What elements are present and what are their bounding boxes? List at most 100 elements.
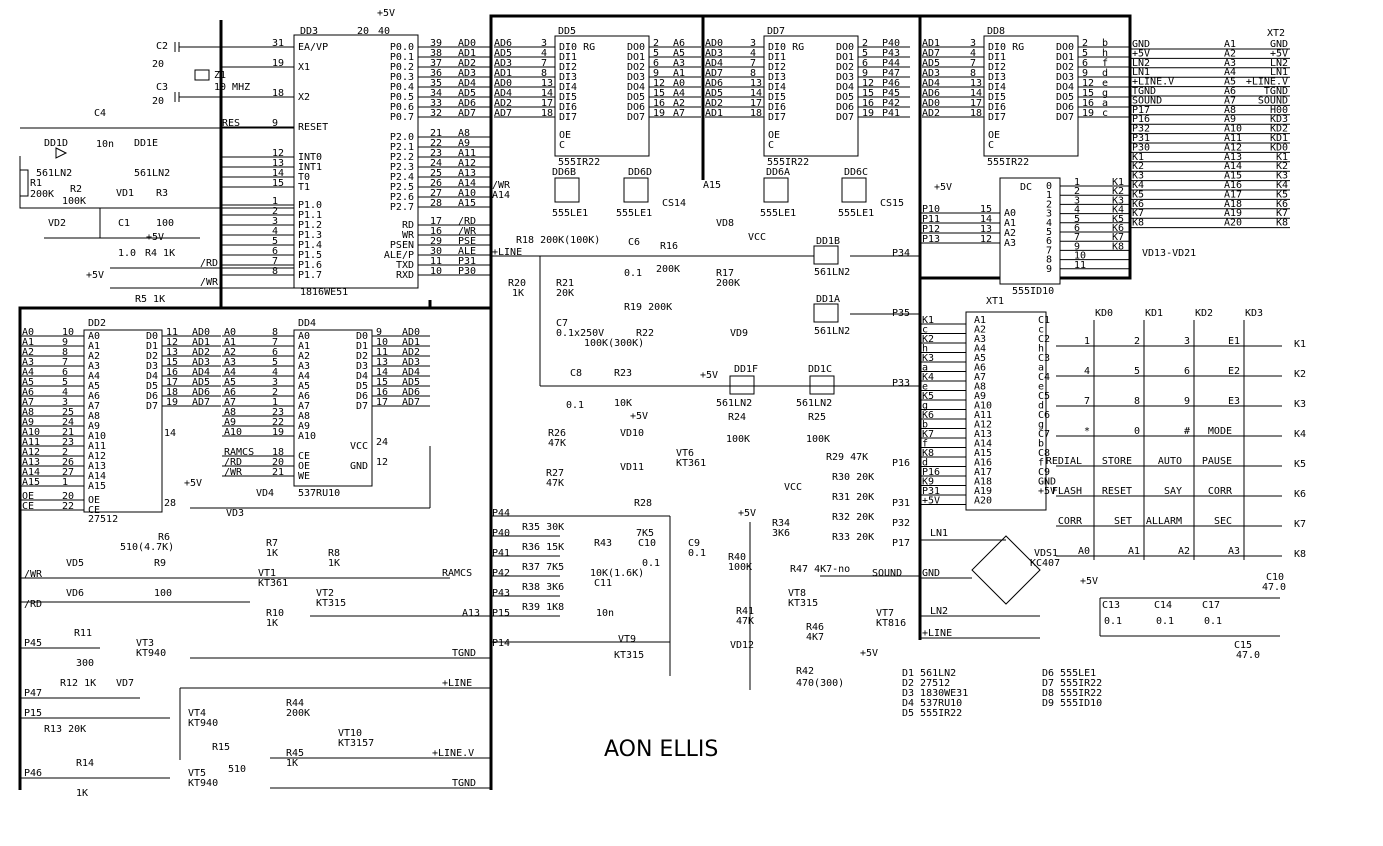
dd8-pin-num: 13 (970, 78, 982, 89)
dd2-net: A7 (22, 397, 34, 408)
xt1-net: K1 (922, 315, 934, 326)
dd9-pin-num: 7 (1074, 232, 1080, 243)
dd3-pin-num: 27 (430, 188, 442, 199)
dd9-net: K6 (1112, 223, 1124, 234)
r20: R20 (508, 278, 526, 289)
parts-item: D6 555LE1 (1042, 668, 1096, 679)
res-net: RES (222, 118, 240, 129)
vd2: VD2 (48, 218, 66, 229)
dd8-pin-num: 16 (1082, 98, 1094, 109)
dd9-pin-num: 6 (1074, 223, 1080, 234)
dd3-pin-num: 31 (272, 38, 284, 49)
dd1a: DD1A (816, 294, 840, 305)
dd3-pin-num: 21 (430, 128, 442, 139)
dd2-pin: A2 (88, 351, 100, 362)
vd8: VD8 (716, 218, 734, 229)
r40v: 100K (728, 562, 752, 573)
dd8-net: AD0 (922, 98, 940, 109)
vd7: VD7 (116, 678, 134, 689)
vt5: VT5 (188, 768, 206, 779)
dd7-net: AD7 (705, 68, 723, 79)
dd8-pin: DI3 (988, 72, 1006, 83)
dd5-pin-num: 12 (653, 78, 665, 89)
r35: R35 30K (522, 522, 564, 533)
keypad-row: K4 (1294, 429, 1306, 440)
keypad-key: REDIAL (1046, 456, 1082, 467)
dd3-pin-num: 25 (430, 168, 442, 179)
dd2-pin: A0 (88, 331, 100, 342)
xt2-pin: A20 (1224, 218, 1242, 229)
dd3-pin: RXD (396, 270, 414, 281)
xt1-net: GND (1038, 477, 1056, 488)
dd7-pin-num: 2 (862, 38, 868, 49)
dd6c: DD6C (844, 167, 868, 178)
dd5-pin-num: 18 (541, 108, 553, 119)
xt1-net: b (1038, 439, 1044, 450)
dd3-pin: INT1 (298, 162, 322, 173)
vt6p: KT361 (676, 458, 706, 469)
xt1-net: K3 (922, 353, 934, 364)
xt2-net: GND (1132, 39, 1150, 50)
vt9p: KT315 (614, 650, 644, 661)
p41-net: P41 (492, 548, 510, 559)
dd9-out: 7 (1046, 245, 1052, 256)
keypad-key: ALLARM (1146, 516, 1182, 527)
dd2-pin-num: 25 (62, 407, 74, 418)
keypad-key: RESET (1102, 486, 1132, 497)
xt2-net: K8 (1276, 218, 1288, 229)
dd3-pin: P2.5 (390, 182, 414, 193)
dd2-pin: A6 (88, 391, 100, 402)
dd2-pin-num: 6 (62, 367, 68, 378)
dd4-ref: DD4 (298, 318, 316, 329)
xt1-net: f (922, 439, 928, 450)
dd8-pin: DI1 (988, 52, 1006, 63)
dd7-net: AD6 (705, 78, 723, 89)
keypad-row: K5 (1294, 459, 1306, 470)
dd3-pin-num: 7 (272, 256, 278, 267)
r39: R39 1K8 (522, 602, 564, 613)
dd9-net: K5 (1112, 214, 1124, 225)
dd3-net: P31 (458, 256, 476, 267)
xt2-net: +LINE.V (1132, 77, 1174, 88)
dd6a-part: 555LE1 (760, 208, 796, 219)
parts-item: D2 27512 (902, 678, 950, 689)
dd4-pin-num: 13 (376, 357, 388, 368)
dd9-pin-num: 11 (1074, 260, 1086, 271)
dd4-net: /RD (224, 457, 242, 468)
xt2-net: +LINE.V (1246, 77, 1288, 88)
dd4-pin: A8 (298, 411, 310, 422)
r25v: 100K (806, 434, 830, 445)
dd3-pin-num: 22 (430, 138, 442, 149)
parts-item: D8 555IR22 (1042, 688, 1102, 699)
dd4-pin-num: 11 (376, 347, 388, 358)
r25: R25 (808, 412, 826, 423)
dd2-pin: A10 (88, 431, 106, 442)
dd3-pin: P2.3 (390, 162, 414, 173)
c3-label: C3 (156, 82, 168, 93)
xt2-pin: A2 (1224, 48, 1236, 59)
dd3-vcc: +5V (377, 8, 395, 19)
p14-net: P14 (492, 638, 510, 649)
dd3-pin-num: 36 (430, 68, 442, 79)
dd7-net: AD0 (705, 38, 723, 49)
dd4-pin-num: 7 (272, 337, 278, 348)
p40-net: P40 (492, 528, 510, 539)
c13v: 0.1 (1104, 616, 1122, 627)
xt1-net: g (922, 401, 928, 412)
r36: R36 15K (522, 542, 564, 553)
xt2-net: TGND (1264, 86, 1288, 97)
dd2-pin-num: 5 (62, 377, 68, 388)
vt1p: KT361 (258, 578, 288, 589)
dd5-pin: DI1 (559, 52, 577, 63)
r34: R34 (772, 518, 790, 529)
dd8-pin: DO4 (1056, 82, 1074, 93)
xt1-net: h (1038, 344, 1044, 355)
dd6b-part: 555LE1 (552, 208, 588, 219)
xt2-pin: A1 (1224, 39, 1236, 50)
dd9-net: K8 (1112, 241, 1124, 252)
dd4-net: /WR (224, 467, 243, 478)
dd7-net: P44 (882, 58, 900, 69)
r26v: 47K (548, 438, 566, 449)
dd9-vcc: +5V (934, 182, 952, 193)
